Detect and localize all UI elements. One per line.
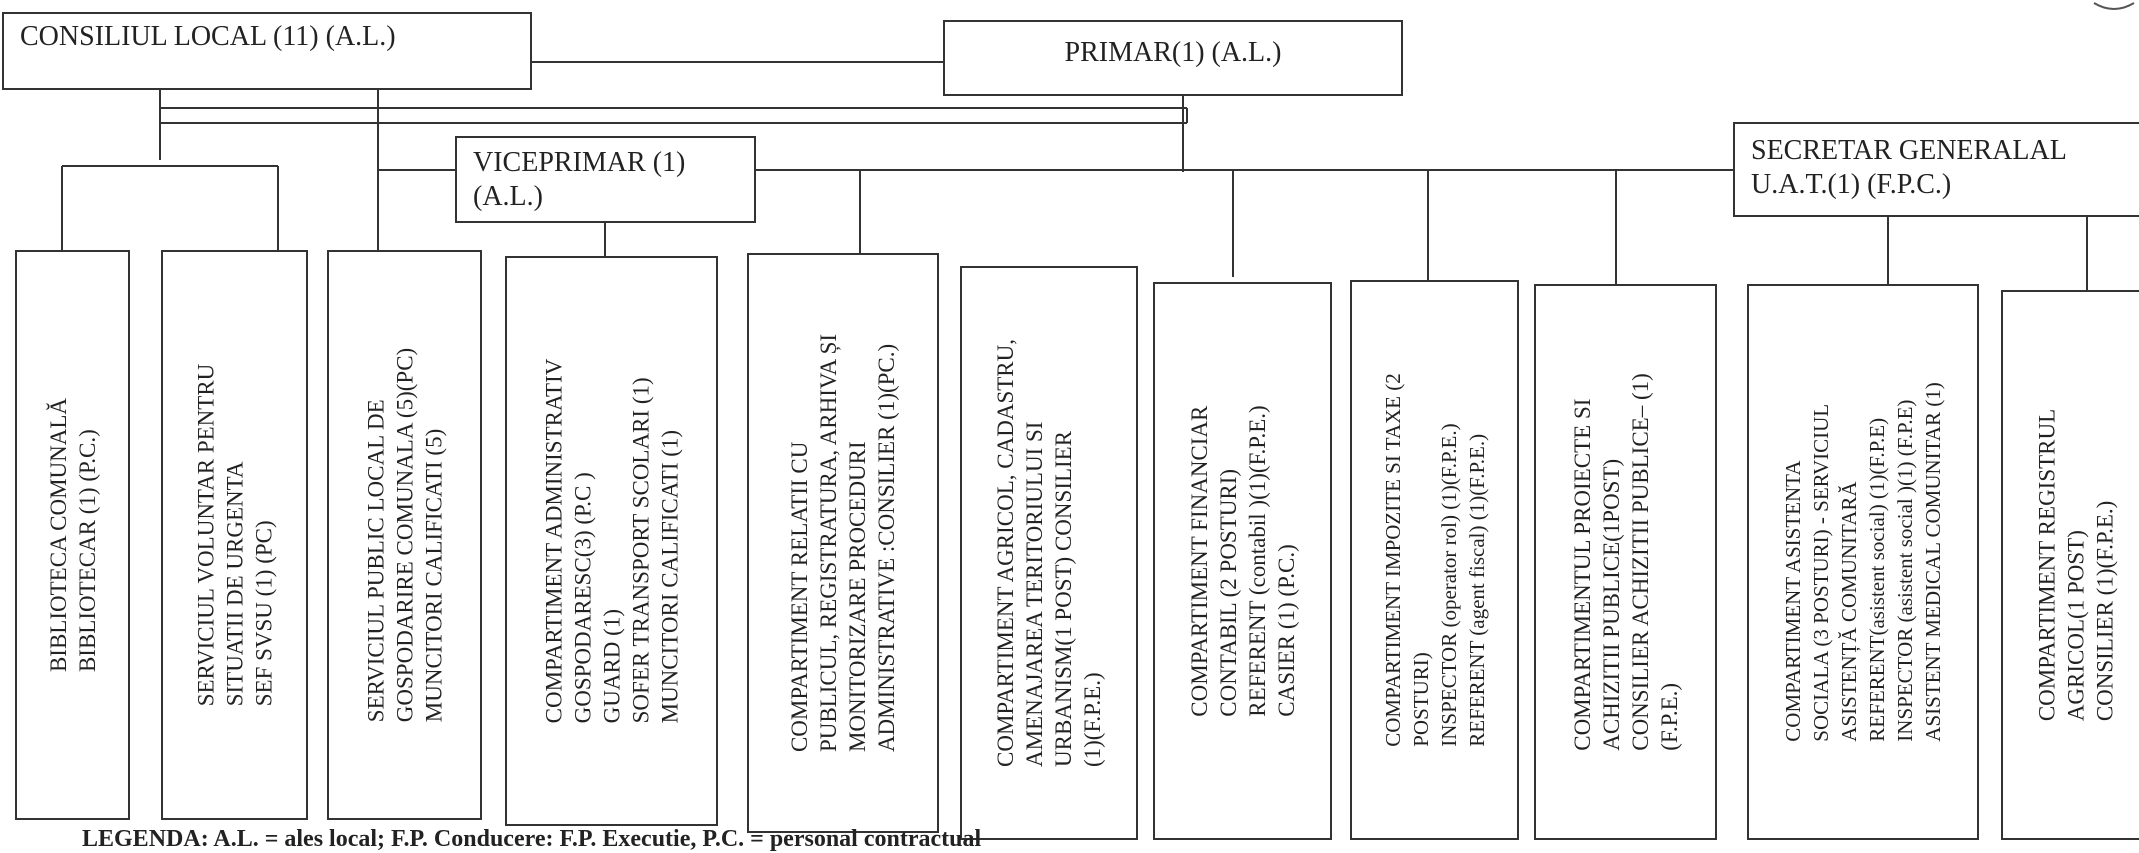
dept-administrativ-line3: GUARD (1) xyxy=(599,609,624,724)
dept-administrativ-line4: SOFER TRANSPORT SCOLARI (1) xyxy=(628,377,653,724)
dept-asistenta-line5: INSPECTOR (asistent social )(1) (F.P.E) xyxy=(1893,399,1917,742)
dept-relatii-publicul-text: COMPARTIMENT RELATII CU PUBLICUL, REGIST… xyxy=(785,334,901,752)
dept-administrativ-text: COMPARTIMENT ADMINISTRATIV GOSPODARESC(3… xyxy=(539,359,684,724)
secretar-general-box: SECRETAR GENERALAL U.A.T.(1) (F.P.C.) xyxy=(1733,122,2139,217)
dept-financiar-text: COMPARTIMENT FINANCIAR CONTABIL (2 POSTU… xyxy=(1185,405,1301,716)
dept-asistenta-line2: SOCIALA (3 POSTURI) - SERVICIUL xyxy=(1809,403,1833,742)
dept-biblioteca-text: BIBLIOTECA COMUNALĂ BIBLIOTECAR (1) (P.C… xyxy=(44,398,102,672)
dept-impozite-line3: INSPECTOR (operator rol) (1)(F.P.E.) xyxy=(1436,423,1461,747)
dept-proiecte-line4: (F.P.E.) xyxy=(1656,682,1682,751)
dept-registrul-line3: CONSILIER (1)(F.P.E.) xyxy=(2092,500,2118,722)
dept-administrativ-line5: MUNCITORI CALIFICATI (1) xyxy=(657,429,682,724)
dept-agricol-line3: URBANISM(1 POST) CONSILIER xyxy=(1051,430,1076,768)
dept-agricol-line4: (1)(F.P.E.) xyxy=(1080,672,1105,768)
dept-asistenta-line6: ASISTENT MEDICAL COMUNITAR (1) xyxy=(1921,382,1945,742)
primar-box: PRIMAR(1) (A.L.) xyxy=(943,20,1403,96)
dept-svsu-text: SERVICIUL VOLUNTAR PENTRU SITUATII DE UR… xyxy=(191,364,278,707)
viceprimar-box: VICEPRIMAR (1) (A.L.) xyxy=(455,136,756,223)
consiliul-local-box: CONSILIUL LOCAL (11) (A.L.) xyxy=(2,12,532,90)
dept-gospodarire-line2: GOSPODARIRE COMUNALA (5)(PC) xyxy=(392,347,417,723)
dept-impozite-line2: POSTURI) xyxy=(1408,652,1433,747)
dept-registrul-agricol-text: COMPARTIMENT REGISTRUL AGRICOL(1 POST) C… xyxy=(2033,409,2120,721)
dept-svsu-line1: SERVICIUL VOLUNTAR PENTRU xyxy=(193,363,218,707)
dept-proiecte-achizitii-text: COMPARTIMENTUL PROIECTE SI ACHIZITII PUB… xyxy=(1568,373,1684,751)
dept-administrativ-line1: COMPARTIMENT ADMINISTRATIV xyxy=(541,358,566,724)
dept-registrul-agricol-box: COMPARTIMENT REGISTRUL AGRICOL(1 POST) C… xyxy=(2001,290,2139,840)
dept-agricol-line2: AMENAJAREA TERITORIULUI SI xyxy=(1022,421,1047,768)
viceprimar-label-line2: (A.L.) xyxy=(473,181,543,212)
dept-svsu-line3: SEF SVSU (1) (PC) xyxy=(251,520,276,707)
legend-text: LEGENDA: A.L. = ales local; F.P. Conduce… xyxy=(82,826,982,852)
dept-impozite-taxe-box: COMPARTIMENT IMPOZITE SI TAXE (2 POSTURI… xyxy=(1350,280,1519,840)
dept-proiecte-achizitii-box: COMPARTIMENTUL PROIECTE SI ACHIZITII PUB… xyxy=(1534,284,1717,840)
dept-registrul-line2: AGRICOL(1 POST) xyxy=(2063,530,2089,722)
dept-relatii-line1: COMPARTIMENT RELATII CU xyxy=(787,441,812,753)
consiliul-local-label: CONSILIUL LOCAL (11) (A.L.) xyxy=(20,21,396,52)
dept-svsu-line2: SITUATII DE URGENTA xyxy=(222,461,247,707)
dept-biblioteca-box: BIBLIOTECA COMUNALĂ BIBLIOTECAR (1) (P.C… xyxy=(15,250,130,820)
dept-relatii-line4: ADMINISTRATIVE :CONSILIER (1)(PC.) xyxy=(874,343,899,753)
viceprimar-label-line1: VICEPRIMAR (1) xyxy=(473,147,686,178)
dept-proiecte-line3: CONSILIER ACHIZITII PUBLICE– (1) xyxy=(1627,373,1653,751)
dept-relatii-publicul-box: COMPARTIMENT RELATII CU PUBLICUL, REGIST… xyxy=(747,253,939,833)
dept-registrul-line1: COMPARTIMENT REGISTRUL xyxy=(2034,408,2060,722)
dept-asistenta-sociala-text: COMPARTIMENT ASISTENTA SOCIALA (3 POSTUR… xyxy=(1779,382,1947,741)
dept-svsu-box: SERVICIUL VOLUNTAR PENTRU SITUATII DE UR… xyxy=(161,250,308,820)
dept-financiar-line4: CASIER (1) (P.C.) xyxy=(1273,544,1299,717)
stamp-seal-icon xyxy=(2092,0,2136,12)
dept-financiar-line3: REFERENT (contabil )(1)(F.P.E.) xyxy=(1244,405,1270,717)
dept-financiar-line2: CONTABIL (2 POSTURI) xyxy=(1215,468,1241,717)
dept-asistenta-line1: COMPARTIMENT ASISTENTA xyxy=(1781,460,1805,742)
dept-gospodarire-box: SERVICIUL PUBLIC LOCAL DE GOSPODARIRE CO… xyxy=(327,250,482,820)
dept-proiecte-line2: ACHIZITII PUBLICE(1POST) xyxy=(1598,458,1624,751)
dept-administrativ-box: COMPARTIMENT ADMINISTRATIV GOSPODARESC(3… xyxy=(505,256,718,826)
dept-asistenta-sociala-box: COMPARTIMENT ASISTENTA SOCIALA (3 POSTUR… xyxy=(1747,284,1979,840)
dept-biblioteca-line2: BIBLIOTECAR (1) (P.C.) xyxy=(74,429,100,673)
secretar-label-line2: U.A.T.(1) (F.P.C.) xyxy=(1751,169,1952,200)
dept-financiar-box: COMPARTIMENT FINANCIAR CONTABIL (2 POSTU… xyxy=(1153,282,1332,840)
secretar-label-line1: SECRETAR GENERALAL xyxy=(1751,135,2067,166)
dept-agricol-cadastru-text: COMPARTIMENT AGRICOL, CADASTRU, AMENAJAR… xyxy=(991,339,1107,767)
dept-gospodarire-line1: SERVICIUL PUBLIC LOCAL DE xyxy=(363,399,388,723)
dept-agricol-cadastru-box: COMPARTIMENT AGRICOL, CADASTRU, AMENAJAR… xyxy=(960,266,1138,840)
dept-administrativ-line2: GOSPODARESC(3) (P.C ) xyxy=(570,472,595,724)
dept-agricol-line1: COMPARTIMENT AGRICOL, CADASTRU, xyxy=(993,338,1018,768)
dept-impozite-line1: COMPARTIMENT IMPOZITE SI TAXE (2 xyxy=(1380,373,1405,747)
dept-relatii-line3: MONITORIZARE PROCEDURI xyxy=(845,441,870,753)
dept-asistenta-line4: REFERENT(asistent social) (1)(F.P.E) xyxy=(1865,417,1889,742)
dept-gospodarire-line3: MUNCITORI CALIFICATI (5) xyxy=(421,428,446,723)
primar-label: PRIMAR(1) (A.L.) xyxy=(1064,37,1282,68)
dept-impozite-line4: REFERENT (agent fiscal) (1)(F.P.E.) xyxy=(1464,433,1489,747)
dept-gospodarire-text: SERVICIUL PUBLIC LOCAL DE GOSPODARIRE CO… xyxy=(361,348,448,722)
dept-biblioteca-line1: BIBLIOTECA COMUNALĂ xyxy=(45,397,71,673)
dept-proiecte-line1: COMPARTIMENTUL PROIECTE SI xyxy=(1569,398,1595,751)
dept-financiar-line1: COMPARTIMENT FINANCIAR xyxy=(1186,405,1212,717)
dept-relatii-line2: PUBLICUL, REGISTRATURA, ARHIVA ȘI xyxy=(816,333,841,753)
dept-impozite-taxe-text: COMPARTIMENT IMPOZITE SI TAXE (2 POSTURI… xyxy=(1379,373,1491,747)
dept-asistenta-line3: ASISTENȚĂ COMUNITARĂ xyxy=(1837,481,1861,742)
